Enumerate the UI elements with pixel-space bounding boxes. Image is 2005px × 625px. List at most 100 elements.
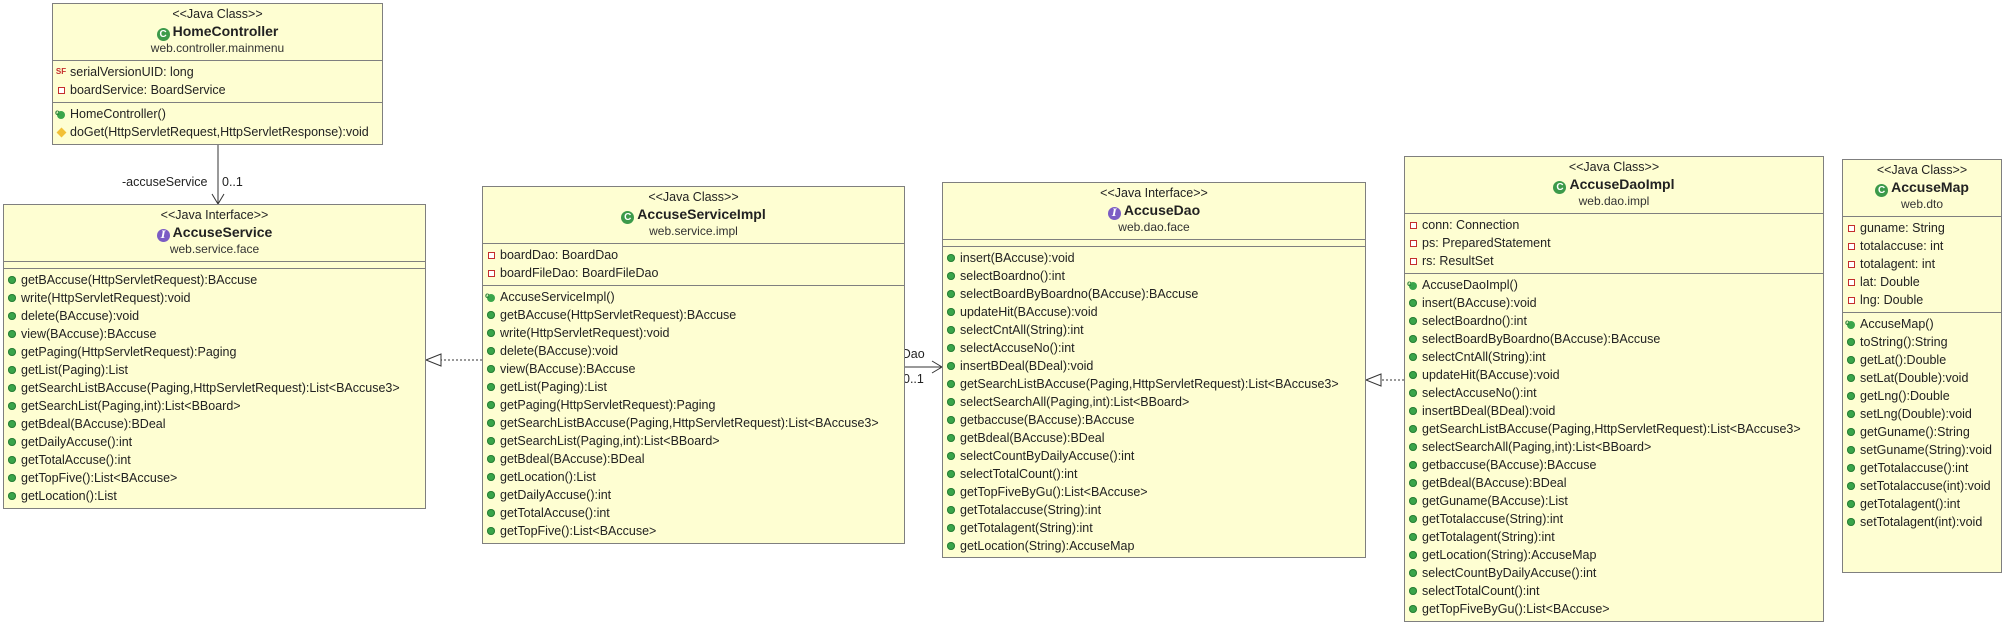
method-row[interactable]: getTotalAccuse():int — [7, 451, 422, 469]
method-row[interactable]: selectBoardByBoardno(BAccuse):BAccuse — [946, 285, 1362, 303]
method-row[interactable]: getDailyAccuse():int — [486, 486, 901, 504]
method-row[interactable]: getTotalagent(String):int — [946, 519, 1362, 537]
method-row[interactable]: getSearchListBAccuse(Paging,HttpServletR… — [7, 379, 422, 397]
method-row[interactable]: getTotalaccuse(String):int — [1408, 510, 1820, 528]
method-row[interactable]: getGuname(BAccuse):List — [1408, 492, 1820, 510]
method-row[interactable]: selectCntAll(String):int — [946, 321, 1362, 339]
method-row[interactable]: doGet(HttpServletRequest,HttpServletResp… — [56, 123, 379, 141]
method-row[interactable]: getBAccuse(HttpServletRequest):BAccuse — [7, 271, 422, 289]
method-row[interactable]: insert(BAccuse):void — [946, 249, 1362, 267]
method-row[interactable]: selectTotalCount():int — [1408, 582, 1820, 600]
method-row[interactable]: view(BAccuse):BAccuse — [486, 360, 901, 378]
method-row[interactable]: getGuname():String — [1846, 423, 1998, 441]
method-row[interactable]: getTopFive():List<BAccuse> — [486, 522, 901, 540]
method-row[interactable]: write(HttpServletRequest):void — [7, 289, 422, 307]
method-row[interactable]: getSearchListBAccuse(Paging,HttpServletR… — [946, 375, 1362, 393]
method-row[interactable]: selectSearchAll(Paging,int):List<BBoard> — [1408, 438, 1820, 456]
method-row[interactable]: getLocation(String):AccuseMap — [1408, 546, 1820, 564]
field-row[interactable]: boardService: BoardService — [56, 81, 379, 99]
class-icon: C — [1875, 184, 1889, 197]
field-row[interactable]: totalagent: int — [1846, 255, 1998, 273]
method-row[interactable]: getSearchListBAccuse(Paging,HttpServletR… — [486, 414, 901, 432]
method-row[interactable]: AccuseMap() — [1845, 314, 1998, 333]
method-row[interactable]: getTopFiveByGu():List<BAccuse> — [1408, 600, 1820, 618]
method-row[interactable]: setGuname(String):void — [1846, 441, 1998, 459]
method-row[interactable]: selectSearchAll(Paging,int):List<BBoard> — [946, 393, 1362, 411]
method-row[interactable]: toString():String — [1846, 333, 1998, 351]
field-row[interactable]: lng: Double — [1846, 291, 1998, 309]
method-row[interactable]: selectCntAll(String):int — [1408, 348, 1820, 366]
method-row[interactable]: getTotalagent():int — [1846, 495, 1998, 513]
method-row[interactable]: insert(BAccuse):void — [1408, 294, 1820, 312]
method-row[interactable]: getSearchList(Paging,int):List<BBoard> — [7, 397, 422, 415]
method-row[interactable]: getbaccuse(BAccuse):BAccuse — [946, 411, 1362, 429]
method-row[interactable]: AccuseDaoImpl() — [1407, 275, 1820, 294]
method-row[interactable]: getSearchListBAccuse(Paging,HttpServletR… — [1408, 420, 1820, 438]
method-row[interactable]: updateHit(BAccuse):void — [946, 303, 1362, 321]
method-row[interactable]: getTotalAccuse():int — [486, 504, 901, 522]
method-row[interactable]: selectCountByDailyAccuse():int — [946, 447, 1362, 465]
method-row[interactable]: getLocation():List — [486, 468, 901, 486]
method-row[interactable]: setTotalaccuse(int):void — [1846, 477, 1998, 495]
method-row[interactable]: setTotalagent(int):void — [1846, 513, 1998, 531]
public-visibility-icon-glyph — [8, 456, 16, 464]
method-row[interactable]: getList(Paging):List — [486, 378, 901, 396]
method-row[interactable]: getLng():Double — [1846, 387, 1998, 405]
method-row[interactable]: getTopFive():List<BAccuse> — [7, 469, 422, 487]
method-row[interactable]: getLocation(String):AccuseMap — [946, 537, 1362, 555]
method-row[interactable]: view(BAccuse):BAccuse — [7, 325, 422, 343]
method-row[interactable]: getPaging(HttpServletRequest):Paging — [7, 343, 422, 361]
method-row[interactable]: updateHit(BAccuse):void — [1408, 366, 1820, 384]
field-row[interactable]: ps: PreparedStatement — [1408, 234, 1820, 252]
method-row[interactable]: delete(BAccuse):void — [7, 307, 422, 325]
method-row[interactable]: insertBDeal(BDeal):void — [1408, 402, 1820, 420]
method-row[interactable]: AccuseServiceImpl() — [485, 287, 901, 306]
field-row[interactable]: rs: ResultSet — [1408, 252, 1820, 270]
method-row[interactable]: getBdeal(BAccuse):BDeal — [7, 415, 422, 433]
method-row[interactable]: selectBoardByBoardno(BAccuse):BAccuse — [1408, 330, 1820, 348]
method-text: setLat(Double):void — [1860, 371, 1969, 385]
field-row[interactable]: boardFileDao: BoardFileDao — [486, 264, 901, 282]
method-row[interactable]: getPaging(HttpServletRequest):Paging — [486, 396, 901, 414]
field-row[interactable]: conn: Connection — [1408, 216, 1820, 234]
method-row[interactable]: getbaccuse(BAccuse):BAccuse — [1408, 456, 1820, 474]
method-row[interactable]: getTotalagent(String):int — [1408, 528, 1820, 546]
method-row[interactable]: selectBoardno():int — [1408, 312, 1820, 330]
method-row[interactable]: getBAccuse(HttpServletRequest):BAccuse — [486, 306, 901, 324]
method-row[interactable]: setLng(Double):void — [1846, 405, 1998, 423]
method-row[interactable]: getLocation():List — [7, 487, 422, 505]
field-row[interactable]: totalaccuse: int — [1846, 237, 1998, 255]
method-row[interactable]: getTotalaccuse(String):int — [946, 501, 1362, 519]
method-row[interactable]: write(HttpServletRequest):void — [486, 324, 901, 342]
method-row[interactable]: selectAccuseNo():int — [1408, 384, 1820, 402]
method-row[interactable]: getBdeal(BAccuse):BDeal — [946, 429, 1362, 447]
method-row[interactable]: setLat(Double):void — [1846, 369, 1998, 387]
method-row[interactable]: getBdeal(BAccuse):BDeal — [486, 450, 901, 468]
method-row[interactable]: getDailyAccuse():int — [7, 433, 422, 451]
method-row[interactable]: selectAccuseNo():int — [946, 339, 1362, 357]
method-row[interactable]: getList(Paging):List — [7, 361, 422, 379]
method-row[interactable]: getSearchList(Paging,int):List<BBoard> — [486, 432, 901, 450]
method-row[interactable]: delete(BAccuse):void — [486, 342, 901, 360]
field-row[interactable]: guname: String — [1846, 219, 1998, 237]
method-row[interactable]: getTotalaccuse():int — [1846, 459, 1998, 477]
method-row[interactable]: getBdeal(BAccuse):BDeal — [1408, 474, 1820, 492]
method-row[interactable]: HomeController() — [55, 104, 379, 123]
field-row[interactable]: lat: Double — [1846, 273, 1998, 291]
field-row[interactable]: boardDao: BoardDao — [486, 246, 901, 264]
method-row[interactable]: selectBoardno():int — [946, 267, 1362, 285]
method-row[interactable]: insertBDeal(BDeal):void — [946, 357, 1362, 375]
association-role-label: -accuseService — [122, 175, 208, 189]
method-row[interactable]: getTopFiveByGu():List<BAccuse> — [946, 483, 1362, 501]
method-row[interactable]: selectCountByDailyAccuse():int — [1408, 564, 1820, 582]
method-row[interactable]: selectTotalCount():int — [946, 465, 1362, 483]
method-text: getDailyAccuse():int — [21, 435, 133, 449]
method-row[interactable]: getLat():Double — [1846, 351, 1998, 369]
